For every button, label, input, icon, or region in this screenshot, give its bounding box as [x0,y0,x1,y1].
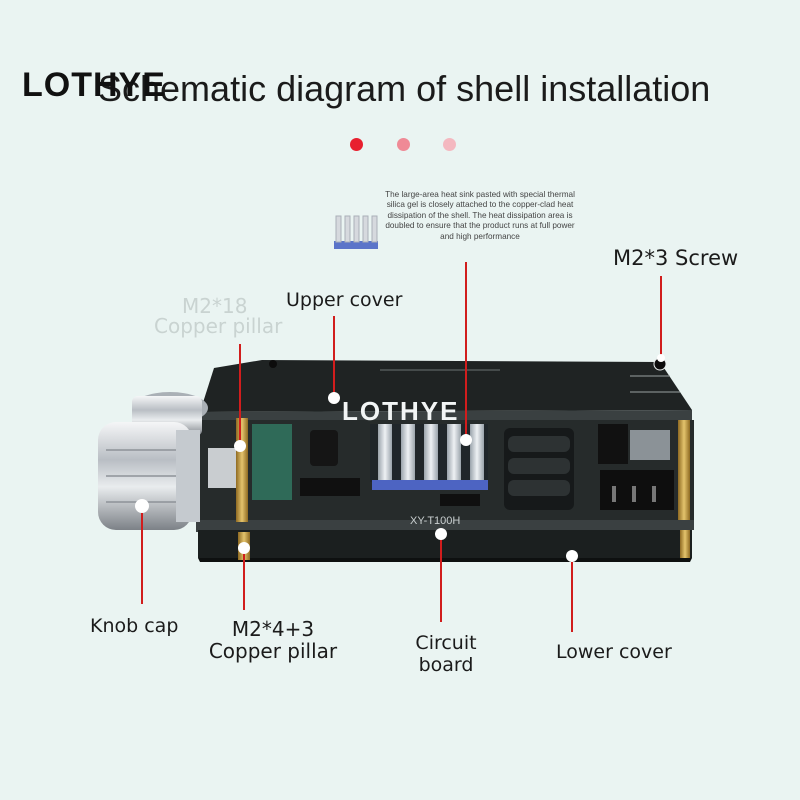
label-upper-cover: Upper cover [286,289,403,311]
marker-heatsink [460,434,472,446]
label-m2x18-line1: M2*18 [182,294,248,318]
label-m2x4-line1: M2*4+3 [231,617,315,641]
upper-cover [200,360,692,412]
lower-cover [196,520,694,532]
carousel-dot-2[interactable] [397,138,410,151]
brand-logo: LOTHYE [22,66,166,104]
carousel-dot-1[interactable] [350,138,363,151]
label-m2x4-line2: Copper pillar [208,639,338,663]
left-copper-pillar [236,418,248,522]
carousel-dot-3[interactable] [443,138,456,151]
label-circuit-line1: Circuit [415,632,477,654]
label-m2x4: M2*4+3 Copper pillar [203,618,343,662]
label-circuit-board: Circuit board [396,632,496,676]
watermark: LOTHYE [342,396,459,426]
marker-lower-cover [566,550,578,562]
heatsink-icon [334,215,378,249]
pcb-marking: XY-T100H [410,515,460,527]
label-m2x18-line2: Copper pillar [154,314,283,338]
label-m2x18: M2*18 Copper pillar [154,294,282,338]
marker-m2x4 [238,542,250,554]
marker-knob [135,499,149,513]
label-circuit-line2: board [418,654,474,676]
label-m2x3-screw: M2*3 Screw [613,246,739,270]
marker-upper-cover [328,392,340,404]
page-title: Schematic diagram of shell installation [98,68,711,109]
label-knob-cap: Knob cap [90,615,179,637]
right-copper-pillar [678,420,690,520]
marker-m2x18 [234,440,246,452]
heatsink-note: The large-area heat sink pasted with spe… [385,190,575,241]
marker-circuit [435,528,447,540]
knob-cap [98,392,208,530]
upper-cover-screw [269,360,277,368]
marker-m2x3 [657,354,665,362]
label-lower-cover: Lower cover [556,641,672,663]
